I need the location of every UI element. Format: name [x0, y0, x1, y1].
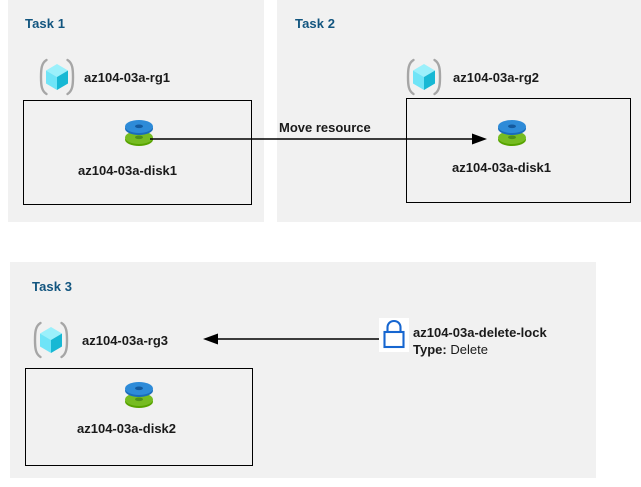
task-3-disk-label: az104-03a-disk2: [77, 421, 177, 436]
task-3-panel: [10, 262, 596, 478]
task-2-resource-box: [406, 98, 631, 203]
resource-group-icon: [405, 57, 443, 97]
managed-disk-icon: [493, 112, 531, 152]
task-3-title: Task 3: [32, 279, 73, 294]
lock-applies-to-arrow: [203, 328, 379, 350]
task-2-resource-group-label: az104-03a-rg2: [453, 70, 539, 85]
task-1-resource-group-label: az104-03a-rg1: [84, 70, 170, 85]
task-1-disk-label: az104-03a-disk1: [78, 163, 178, 178]
task-1-panel: [8, 0, 264, 222]
task-2-title: Task 2: [295, 16, 336, 31]
lock-type-value: Delete: [450, 342, 488, 357]
lock-type-label: Type: Delete: [413, 342, 488, 357]
task-3-resource-box: [25, 368, 253, 466]
move-resource-label: Move resource: [279, 120, 371, 135]
move-resource-arrow: [150, 128, 490, 150]
managed-disk-icon: [120, 374, 158, 414]
lock-type-key: Type:: [413, 342, 447, 357]
resource-group-icon: [38, 57, 76, 97]
task-2-disk-label: az104-03a-disk1: [452, 160, 552, 175]
task-3-resource-group-label: az104-03a-rg3: [82, 333, 168, 348]
task-1-resource-box: [23, 100, 252, 205]
task-1-title: Task 1: [25, 16, 66, 31]
lock-icon: [379, 318, 409, 352]
task-2-panel: [277, 0, 641, 222]
managed-disk-icon: [120, 112, 158, 152]
lock-name-label: az104-03a-delete-lock: [413, 325, 547, 340]
resource-group-icon: [32, 320, 70, 360]
